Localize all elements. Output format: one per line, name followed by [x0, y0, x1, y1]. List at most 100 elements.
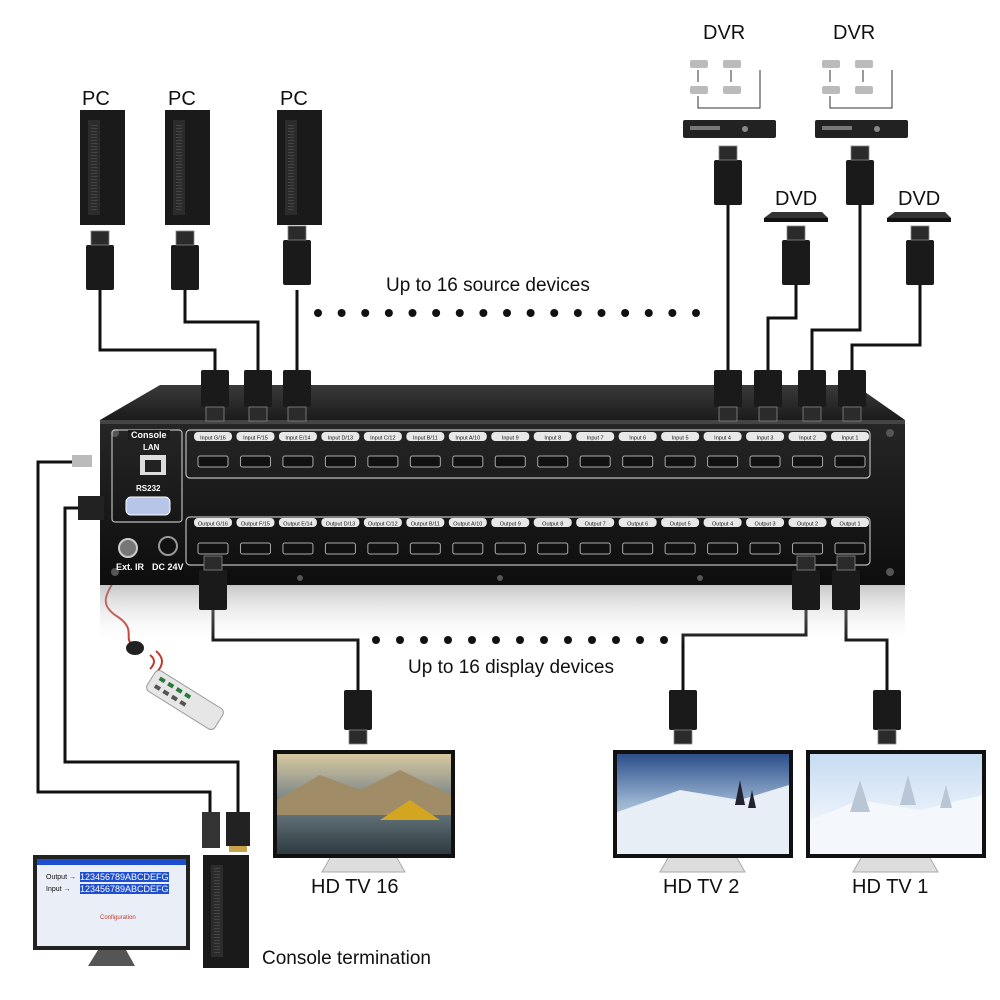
ir-port-label: Ext. IR — [116, 562, 145, 572]
output-hdmi-port — [792, 542, 824, 555]
output-hdmi-port — [494, 542, 526, 555]
output-label-pill — [491, 518, 530, 527]
output-hdmi-port — [452, 542, 484, 555]
hdmi-plug-tip — [842, 406, 862, 422]
input-hdmi-port — [622, 455, 654, 468]
output-hdmi-port — [707, 542, 739, 555]
hdmi-plug — [792, 570, 820, 610]
source-dots — [314, 309, 700, 317]
hdmi-plug — [838, 370, 866, 407]
hdmi-plug-tip — [248, 406, 268, 422]
output-label: Output 7 — [585, 522, 606, 528]
input-label: Input 7 — [587, 436, 604, 442]
hdmi-plug-tip — [205, 406, 225, 422]
input-label-pill — [363, 432, 402, 441]
source-caption: Up to 16 source devices — [386, 275, 590, 296]
input-label: Input D/13 — [328, 436, 353, 442]
input-label: Input G/16 — [200, 436, 226, 442]
ir-receiver — [126, 641, 163, 674]
input-label: Input 1 — [842, 436, 859, 442]
input-hdmi-port — [324, 455, 356, 468]
ellipsis-dot — [564, 636, 572, 644]
console-cables — [36, 460, 240, 812]
hdmi-plug-tip — [910, 225, 930, 241]
hdmi-plug-tip — [673, 729, 693, 745]
input-label: Input F/15 — [243, 436, 268, 442]
hdmi-plug-tip — [796, 555, 816, 571]
output-label: Output 3 — [755, 522, 776, 528]
camera-icon — [690, 60, 741, 94]
hdmi-plug — [201, 370, 229, 407]
ellipsis-dot — [540, 636, 548, 644]
input-label: Input A/10 — [455, 436, 480, 442]
output-hdmi-port — [749, 542, 781, 555]
remote-control — [146, 670, 224, 730]
output-label: Output 8 — [542, 522, 563, 528]
input-label: Input 2 — [799, 436, 816, 442]
hd-tv-16 — [273, 750, 455, 873]
camera-icon — [822, 60, 873, 94]
output-label-pill — [746, 518, 785, 527]
pc-label: PC — [82, 88, 110, 110]
input-label-pill — [236, 432, 275, 441]
output-label: Output G/16 — [198, 522, 228, 528]
hdmi-plug — [669, 690, 697, 730]
pc-label: PC — [280, 88, 308, 110]
console-panel-title: Console — [128, 430, 170, 440]
input-hdmi-port — [749, 455, 781, 468]
ellipsis-dot — [621, 309, 630, 317]
input-label-pill — [194, 432, 232, 441]
output-label-pill — [406, 518, 445, 527]
input-label-pill — [533, 432, 572, 441]
output-label: Output B/11 — [411, 522, 440, 528]
console-connectors — [72, 455, 250, 852]
rs232-port-label: RS232 — [136, 484, 161, 493]
input-label-pill — [491, 432, 530, 441]
tv-label: HD TV 16 — [311, 876, 399, 898]
hdmi-plug-tip — [836, 555, 856, 571]
hdmi-plug — [754, 370, 782, 407]
output-hdmi-port — [664, 542, 696, 555]
input-label: Input E/14 — [285, 436, 310, 442]
input-hdmi-port — [579, 455, 611, 468]
input-label: Input B/11 — [413, 436, 438, 442]
hdmi-plug — [344, 690, 372, 730]
ellipsis-dot — [396, 636, 404, 644]
output-label: Output 2 — [797, 522, 818, 528]
output-label-pill — [661, 518, 700, 527]
output-label: Output 9 — [500, 522, 521, 528]
dvd-player — [887, 212, 951, 222]
tv-label: HD TV 2 — [663, 876, 740, 898]
input-label-pill — [618, 432, 657, 441]
output-label-pill — [831, 518, 869, 527]
input-label-pill — [661, 432, 700, 441]
output-hdmi-port — [579, 542, 611, 555]
dvr-unit — [815, 60, 908, 138]
hdmi-plug — [283, 370, 311, 407]
input-hdmi-port — [707, 455, 739, 468]
output-label: Output C/12 — [368, 522, 398, 528]
input-label-pill — [788, 432, 827, 441]
ellipsis-dot — [516, 636, 524, 644]
hdmi-plug-tip — [718, 406, 738, 422]
output-label-pill — [448, 518, 487, 527]
ellipsis-dot — [408, 309, 417, 317]
ellipsis-dot — [668, 309, 677, 317]
console-pc-tower — [203, 855, 249, 968]
pc-label: PC — [168, 88, 196, 110]
output-hdmi-port — [239, 542, 271, 555]
output-hdmi-port — [622, 542, 654, 555]
input-label-pill — [831, 432, 869, 441]
input-label-pill — [448, 432, 487, 441]
ellipsis-dot — [612, 636, 620, 644]
hdmi-plug-tip — [287, 225, 307, 241]
pc-tower — [277, 110, 322, 225]
hdmi-plug — [782, 240, 810, 285]
hdmi-plug-tip — [287, 406, 307, 422]
hdmi-plug-tip — [758, 406, 778, 422]
hdmi-plug-tip — [786, 225, 806, 241]
output-hdmi-port — [834, 542, 866, 555]
input-label-pill — [406, 432, 445, 441]
